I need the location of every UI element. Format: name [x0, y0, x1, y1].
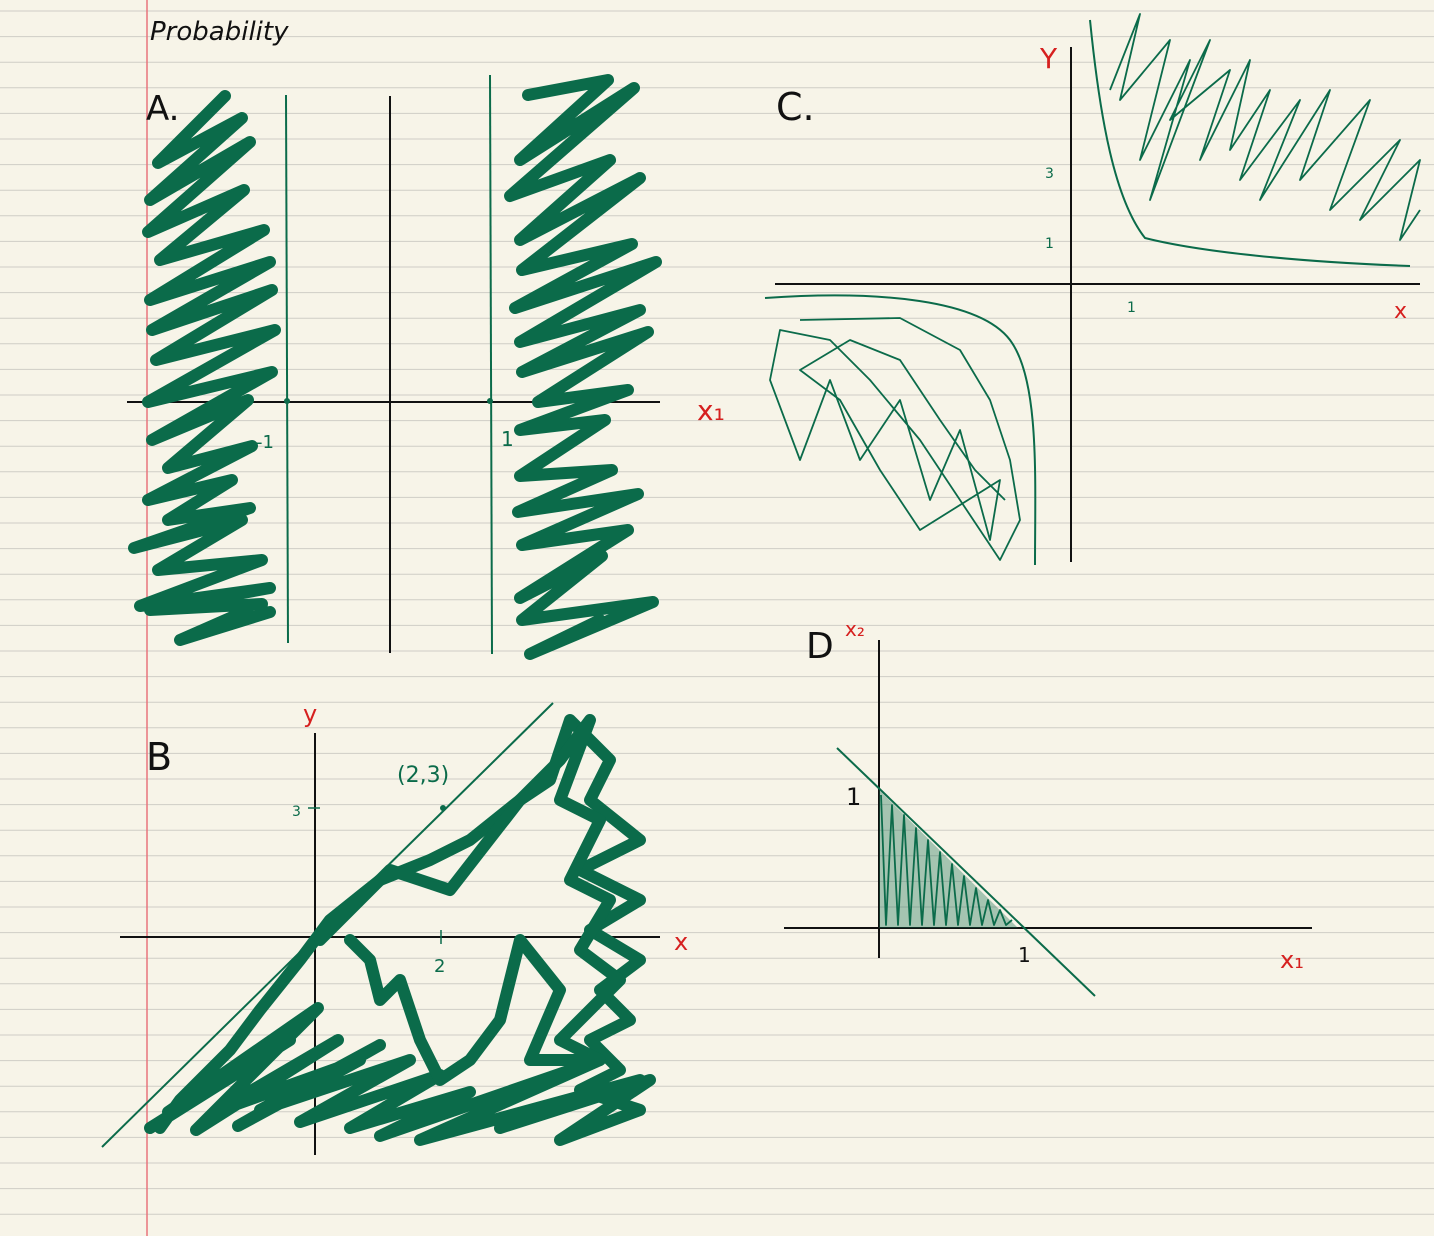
panel-c-outer-curve	[764, 294, 1037, 566]
panel-d-shaded-region	[879, 790, 1018, 928]
panel-c-shading-upper	[1109, 13, 1421, 241]
panel-d-shading-strokes	[880, 794, 1013, 926]
panel-a-point-right	[487, 398, 493, 404]
panel-b-point	[440, 805, 446, 811]
panel-d-y-axis-label: x₂	[845, 617, 865, 641]
panel-b-label: B	[146, 735, 172, 779]
panel-b: B (2,3) 3 2 y x	[101, 700, 688, 1155]
panel-b-tick-y: 3	[292, 804, 301, 820]
panel-a-shading-right	[504, 74, 662, 660]
panel-c: C. Y x 3 1 1	[764, 13, 1421, 566]
panel-a-tick-left: -1	[256, 432, 274, 453]
panel-b-x-axis-label: x	[674, 928, 688, 956]
panel-a-tick-right: 1	[501, 427, 514, 451]
panel-d: D x₂ x₁ 1 1	[784, 617, 1312, 997]
ruled-lines	[0, 10, 1434, 1215]
panel-c-tick-y-upper: 3	[1045, 166, 1054, 182]
panel-c-tick-x: 1	[1127, 300, 1136, 316]
panel-d-tick-x: 1	[1018, 943, 1031, 967]
panel-a-x-axis-label: x₁	[697, 394, 725, 427]
panel-a-point-left	[284, 398, 290, 404]
panel-c-hyperbola	[1089, 19, 1411, 267]
panel-c-shading-lower	[769, 317, 1021, 561]
panel-c-label: C.	[776, 85, 815, 129]
panel-d-label: D	[806, 626, 834, 667]
panel-a-label: A.	[146, 89, 179, 129]
panel-a: A. -1 1 x₁	[127, 74, 725, 660]
panel-c-y-axis-label: Y	[1039, 42, 1058, 75]
panel-b-tick-x: 2	[434, 956, 445, 977]
panel-d-x-axis-label: x₁	[1280, 946, 1304, 974]
panel-a-shading-left	[128, 90, 281, 646]
page-title: Probability	[150, 17, 289, 47]
panel-d-tick-y: 1	[846, 783, 861, 811]
panel-a-boundary-left	[285, 94, 289, 644]
panel-c-x-axis-label: x	[1394, 299, 1407, 324]
panel-b-shading-inner	[314, 714, 626, 1086]
panel-d-constraint-line	[836, 747, 1096, 997]
panel-a-boundary-right	[489, 74, 493, 655]
panel-b-point-label: (2,3)	[397, 763, 449, 788]
panel-b-y-axis-label: y	[303, 700, 317, 728]
panel-b-shading	[144, 714, 656, 1146]
panel-c-tick-y-lower: 1	[1045, 236, 1054, 252]
